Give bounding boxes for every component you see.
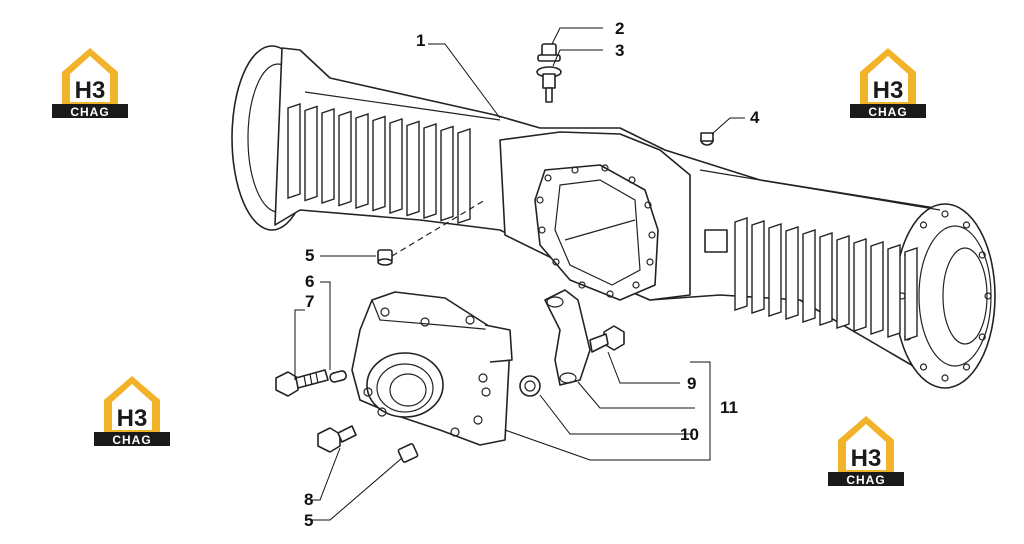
bolt-7: [275, 369, 329, 397]
nut-10: [519, 375, 541, 397]
bolt-8: [317, 425, 357, 453]
logo-mark: H3: [873, 77, 904, 104]
callout-4: 4: [750, 108, 760, 127]
logo-mark: H3: [75, 77, 106, 104]
plug-5-upper: [377, 199, 486, 266]
callout-1: 1: [416, 31, 425, 50]
breather-cap: [537, 43, 561, 62]
callout-5-lower: 5: [304, 511, 313, 530]
callout-2: 2: [615, 19, 624, 38]
logo-word: CHAG: [846, 473, 885, 487]
callout-10: 10: [680, 425, 699, 444]
logo-mark: H3: [117, 405, 148, 432]
callout-7: 7: [305, 292, 314, 311]
plug-4: [700, 132, 714, 146]
callout-11: 11: [720, 398, 738, 417]
callout-5-upper: 5: [305, 246, 314, 265]
callout-8: 8: [304, 490, 313, 509]
plug-5-lower: [397, 443, 419, 463]
callout-3: 3: [615, 41, 624, 60]
logo-word: CHAG: [112, 433, 151, 447]
logo-word: CHAG: [868, 105, 907, 119]
leader-lines: [294, 27, 745, 521]
bearing-carrier: [351, 291, 513, 446]
pin-6: [329, 370, 347, 383]
axle-housing: [231, 45, 996, 389]
logo-word: CHAG: [70, 105, 109, 119]
logo-mark: H3: [851, 445, 882, 472]
breather-valve: [536, 66, 562, 103]
callout-labels: 1 2 3 4 5 6 7 8 5 9 10 11: [304, 19, 760, 530]
callout-6: 6: [305, 272, 314, 291]
bolt-9: [589, 325, 625, 353]
callout-9: 9: [687, 374, 696, 393]
bearing-cap-11: [544, 289, 591, 386]
